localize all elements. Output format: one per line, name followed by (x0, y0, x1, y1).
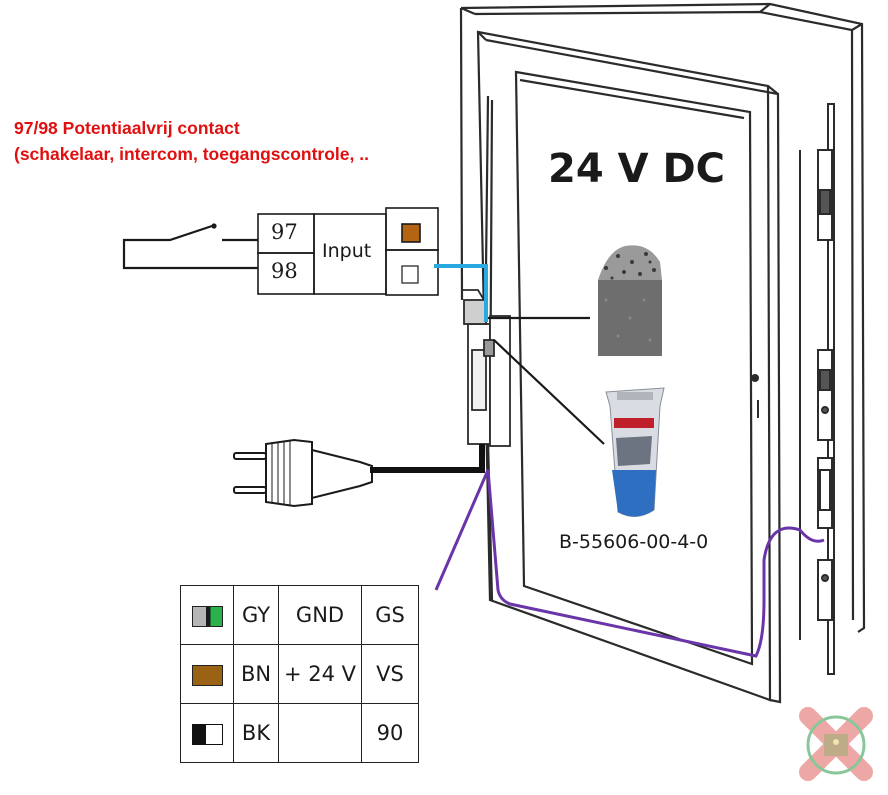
contact-title-line2: (schakelaar, intercom, toegangscontrole,… (14, 144, 369, 164)
product-label: B-55606-00-4-0 (559, 531, 709, 553)
wire-pin: VS (361, 644, 419, 704)
power-plug-icon (233, 438, 373, 508)
black-white-swatch (180, 703, 234, 763)
purple-cable (434, 469, 825, 658)
grey-green-swatch (180, 585, 234, 645)
switch-circuit (122, 223, 258, 270)
watermark-logo (799, 707, 873, 781)
gel-block-icon (598, 245, 662, 356)
door-handle (751, 374, 759, 418)
grease-tube-icon (605, 387, 665, 517)
voltage-label: 24 V DC (548, 146, 726, 192)
wire-function: + 24 V (278, 644, 362, 704)
table-row: BK 90 (180, 703, 419, 763)
contact-title-line1: 97/98 Potentiaalvrij contact (14, 118, 240, 138)
pointer-lines (488, 316, 605, 445)
electric-strike (462, 289, 511, 447)
wire-code: BK (233, 703, 279, 763)
brown-swatch (180, 644, 234, 704)
wire-pin: GS (361, 585, 419, 645)
wire-pin: 90 (361, 703, 419, 763)
terminal-97-label: 97 (271, 220, 298, 244)
wire-function: GND (278, 585, 362, 645)
door-frame (459, 2, 866, 633)
wire-code: GY (233, 585, 279, 645)
wire-code: BN (233, 644, 279, 704)
wire-function-pulse (278, 703, 362, 763)
input-label: Input (322, 240, 372, 262)
lock-strip (799, 103, 835, 675)
terminal-block (257, 207, 439, 296)
power-cable (370, 444, 485, 473)
table-row: GY GND GS (180, 585, 419, 645)
wire-color-table: GY GND GS BN + 24 V VS BK 90 (180, 585, 419, 763)
terminal-98-label: 98 (271, 259, 298, 283)
signal-wire (434, 264, 488, 322)
table-row: BN + 24 V VS (180, 644, 419, 704)
